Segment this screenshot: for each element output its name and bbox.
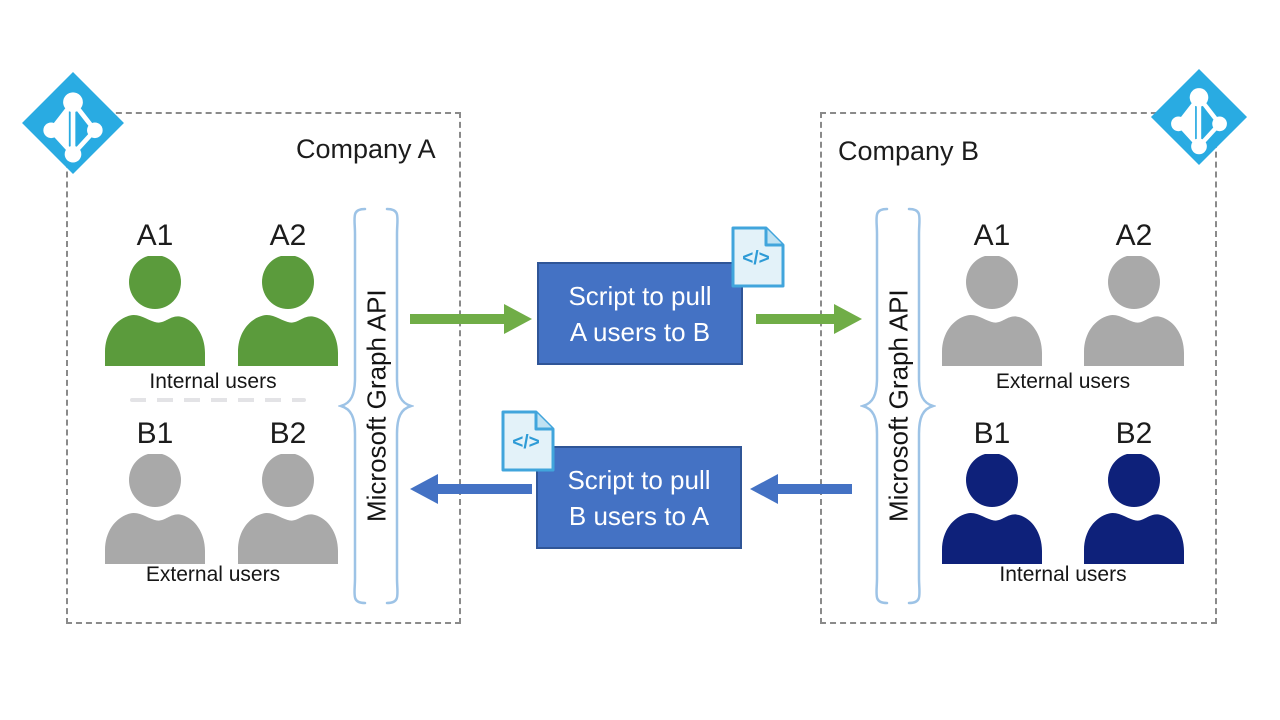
company-b-title: Company B <box>838 136 980 166</box>
script-line: Script to pull <box>568 280 712 311</box>
script-a-to-b-box: Script to pull A users to B <box>537 262 743 365</box>
script-line: B users to A <box>568 500 710 531</box>
person-icon <box>238 454 338 564</box>
person-icon <box>1084 454 1184 564</box>
arrow-a-to-script-icon <box>410 304 532 334</box>
user-a2-company-a: A2 <box>238 218 338 366</box>
script-line: A users to B <box>569 316 711 347</box>
user-label: B1 <box>136 417 174 450</box>
code-file-icon-bottom: </> <box>501 410 555 472</box>
azure-ad-icon-b <box>1150 68 1248 166</box>
graph-api-label-b: Microsoft Graph API <box>883 289 914 523</box>
user-b1-company-b: B1 <box>942 416 1042 564</box>
person-icon <box>105 454 205 564</box>
user-label: A1 <box>136 219 174 252</box>
user-label: A2 <box>269 219 307 252</box>
person-icon <box>105 256 205 366</box>
company-a-box <box>66 112 461 624</box>
company-b-internal-caption: Internal users <box>999 563 1127 586</box>
script-b-to-a-box: Script to pull B users to A <box>536 446 742 549</box>
person-icon <box>942 454 1042 564</box>
company-b-box <box>820 112 1217 624</box>
arrow-b-to-script-icon <box>750 474 852 504</box>
faded-text-artifact <box>130 398 306 402</box>
user-label: B2 <box>269 417 307 450</box>
company-b-external-caption: External users <box>995 370 1131 393</box>
code-glyph: </> <box>742 248 769 269</box>
user-label: B2 <box>1115 417 1153 450</box>
user-label: A2 <box>1115 219 1153 252</box>
user-b2-company-a: B2 <box>238 416 338 564</box>
user-a2-company-b: A2 <box>1084 218 1184 366</box>
user-label: A1 <box>973 219 1011 252</box>
person-icon <box>942 256 1042 366</box>
code-file-icon-top: </> <box>731 226 785 288</box>
brace-pair-icon-a <box>338 207 414 605</box>
arrow-script-to-b-icon <box>756 304 862 334</box>
user-b2-company-b: B2 <box>1084 416 1184 564</box>
user-b1-company-a: B1 <box>105 416 205 564</box>
user-a1-company-a: A1 <box>105 218 205 366</box>
azure-ad-icon-a <box>22 72 124 174</box>
person-icon <box>1084 256 1184 366</box>
user-label: B1 <box>973 417 1011 450</box>
company-a-title: Company A <box>296 134 436 164</box>
user-a1-company-b: A1 <box>942 218 1042 366</box>
graph-api-label-a: Microsoft Graph API <box>361 289 392 523</box>
person-icon <box>238 256 338 366</box>
brace-pair-icon-b <box>860 207 936 605</box>
arrow-script-to-a-icon <box>410 474 532 504</box>
code-glyph: </> <box>512 432 539 453</box>
script-line: Script to pull <box>567 464 711 495</box>
company-a-external-caption: External users <box>145 563 281 586</box>
company-a-internal-caption: Internal users <box>149 370 277 393</box>
